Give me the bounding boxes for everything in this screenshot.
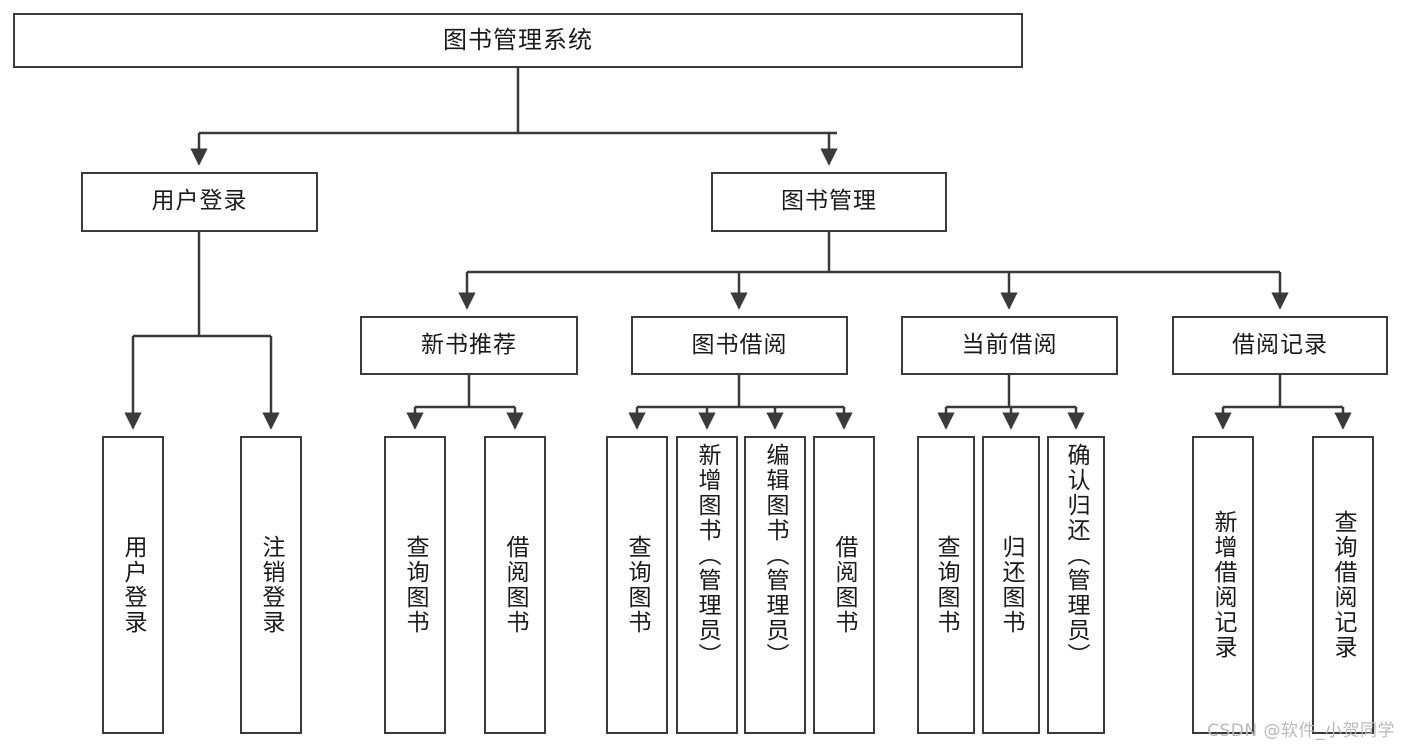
- leaf-borrow-book[interactable]: 借阅图书: [813, 436, 875, 734]
- leaf-edit-book[interactable]: 编辑图书（管理员）: [744, 436, 806, 734]
- node-book-manage[interactable]: 图书管理: [711, 172, 947, 232]
- leaf-logout-login[interactable]: 注销登录: [240, 436, 302, 734]
- leaf-query-borrow-record[interactable]: 查询借阅记录: [1312, 436, 1374, 734]
- node-root[interactable]: 图书管理系统: [13, 13, 1023, 68]
- leaf-confirm-return[interactable]: 确认归还（管理员）: [1047, 436, 1105, 734]
- node-borrow-record[interactable]: 借阅记录: [1172, 316, 1388, 375]
- leaf-query-book-borrow[interactable]: 查询图书: [606, 436, 668, 734]
- leaf-add-borrow-record[interactable]: 新增借阅记录: [1192, 436, 1254, 734]
- leaf-return-book[interactable]: 归还图书: [982, 436, 1040, 734]
- node-user-login[interactable]: 用户登录: [81, 172, 318, 232]
- watermark-text: CSDN @软件_小贺同学: [1207, 721, 1395, 741]
- leaf-add-book[interactable]: 新增图书（管理员）: [676, 436, 738, 734]
- leaf-user-login[interactable]: 用户登录: [102, 436, 164, 734]
- node-book-borrow[interactable]: 图书借阅: [631, 316, 848, 375]
- leaf-query-book-current[interactable]: 查询图书: [917, 436, 975, 734]
- node-current-borrow[interactable]: 当前借阅: [901, 316, 1118, 375]
- leaf-borrow-book-recommend[interactable]: 借阅图书: [484, 436, 546, 734]
- leaf-query-book-recommend[interactable]: 查询图书: [384, 436, 446, 734]
- node-new-book-recommend[interactable]: 新书推荐: [360, 316, 578, 375]
